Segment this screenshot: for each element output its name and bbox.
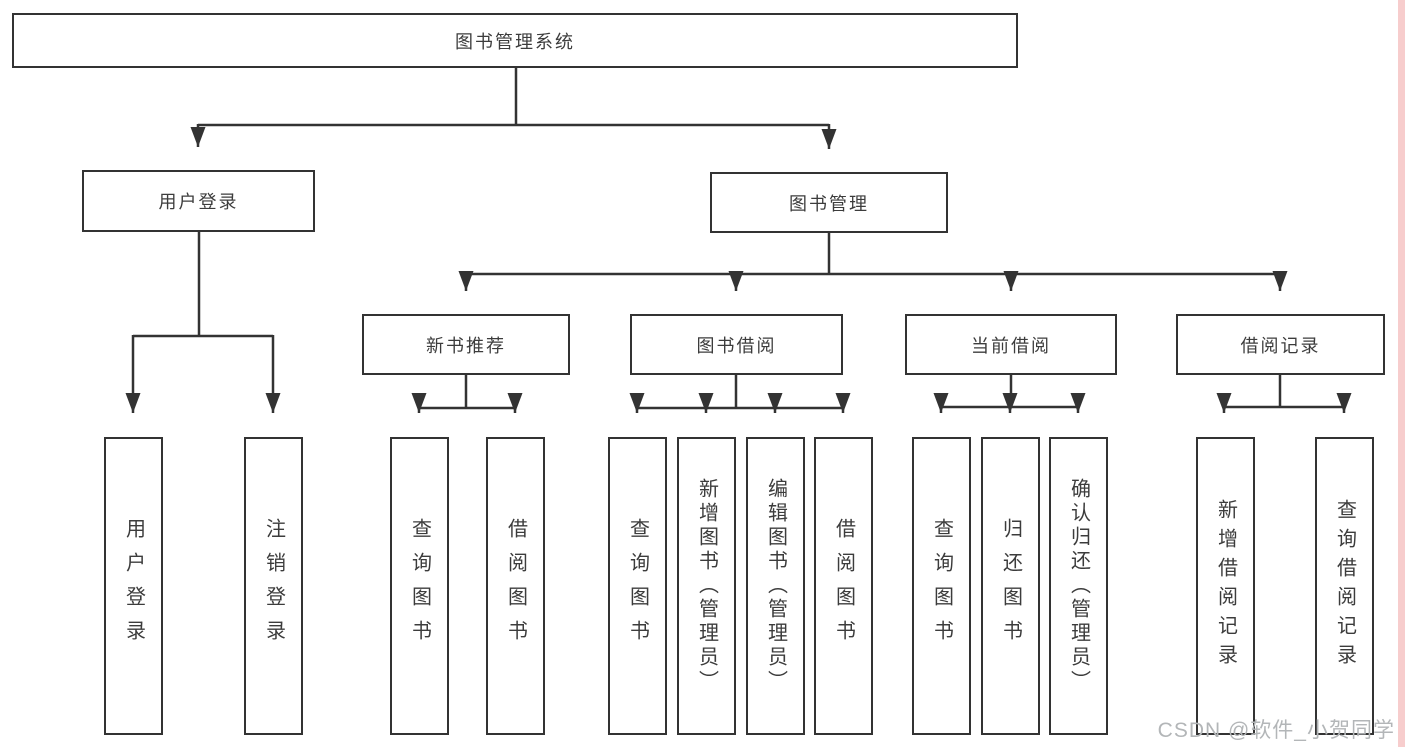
leaf-query-books-current: 查询图书 bbox=[912, 437, 971, 735]
leaf-borrow-books-recommend: 借阅图书 bbox=[486, 437, 545, 735]
leaf-add-borrow-record: 新增借阅记录 bbox=[1196, 437, 1255, 735]
leaf-return-books-label: 归还图书 bbox=[999, 518, 1022, 654]
watermark: CSDN @软件_小贺同学 bbox=[1157, 719, 1395, 742]
leaf-logout-label: 注销登录 bbox=[262, 518, 285, 654]
leaf-query-books-borrow-label: 查询图书 bbox=[626, 518, 649, 654]
leaf-query-books-recommend-label: 查询图书 bbox=[408, 518, 431, 654]
leaf-query-books-borrow: 查询图书 bbox=[608, 437, 667, 735]
node-current-borrow: 当前借阅 bbox=[905, 314, 1117, 375]
leaf-confirm-return-admin: 确认归还（管理员） bbox=[1049, 437, 1108, 735]
connector-book-management bbox=[458, 233, 1288, 291]
leaf-borrow-books-label: 借阅图书 bbox=[832, 518, 855, 654]
root-node: 图书管理系统 bbox=[12, 13, 1018, 68]
connector-root bbox=[190, 68, 837, 149]
connector-borrow bbox=[629, 375, 851, 413]
leaf-user-login: 用户登录 bbox=[104, 437, 163, 735]
leaf-query-books-recommend: 查询图书 bbox=[390, 437, 449, 735]
connector-user-login bbox=[125, 232, 281, 413]
node-borrow-records: 借阅记录 bbox=[1176, 314, 1385, 375]
leaf-query-books-current-label: 查询图书 bbox=[930, 518, 953, 654]
leaf-edit-books-admin: 编辑图书（管理员） bbox=[746, 437, 805, 735]
leaf-query-borrow-record: 查询借阅记录 bbox=[1315, 437, 1374, 735]
node-book-borrow: 图书借阅 bbox=[630, 314, 843, 375]
leaf-user-login-label: 用户登录 bbox=[122, 518, 145, 654]
node-user-login: 用户登录 bbox=[82, 170, 315, 232]
leaf-add-books-admin-label: 新增图书（管理员） bbox=[695, 478, 718, 694]
leaf-confirm-return-admin-label: 确认归还（管理员） bbox=[1067, 478, 1090, 694]
leaf-borrow-books-recommend-label: 借阅图书 bbox=[504, 518, 527, 654]
connector-records bbox=[1216, 375, 1352, 413]
connector-current bbox=[933, 375, 1086, 413]
node-new-book-recommend: 新书推荐 bbox=[362, 314, 570, 375]
node-book-management: 图书管理 bbox=[710, 172, 948, 233]
leaf-borrow-books: 借阅图书 bbox=[814, 437, 873, 735]
leaf-add-borrow-record-label: 新增借阅记录 bbox=[1214, 499, 1237, 673]
leaf-add-books-admin: 新增图书（管理员） bbox=[677, 437, 736, 735]
leaf-edit-books-admin-label: 编辑图书（管理员） bbox=[764, 478, 787, 694]
leaf-logout: 注销登录 bbox=[244, 437, 303, 735]
leaf-return-books: 归还图书 bbox=[981, 437, 1040, 735]
right-edge-strip bbox=[1398, 0, 1405, 747]
connector-new-books bbox=[411, 375, 523, 413]
leaf-query-borrow-record-label: 查询借阅记录 bbox=[1333, 499, 1356, 673]
